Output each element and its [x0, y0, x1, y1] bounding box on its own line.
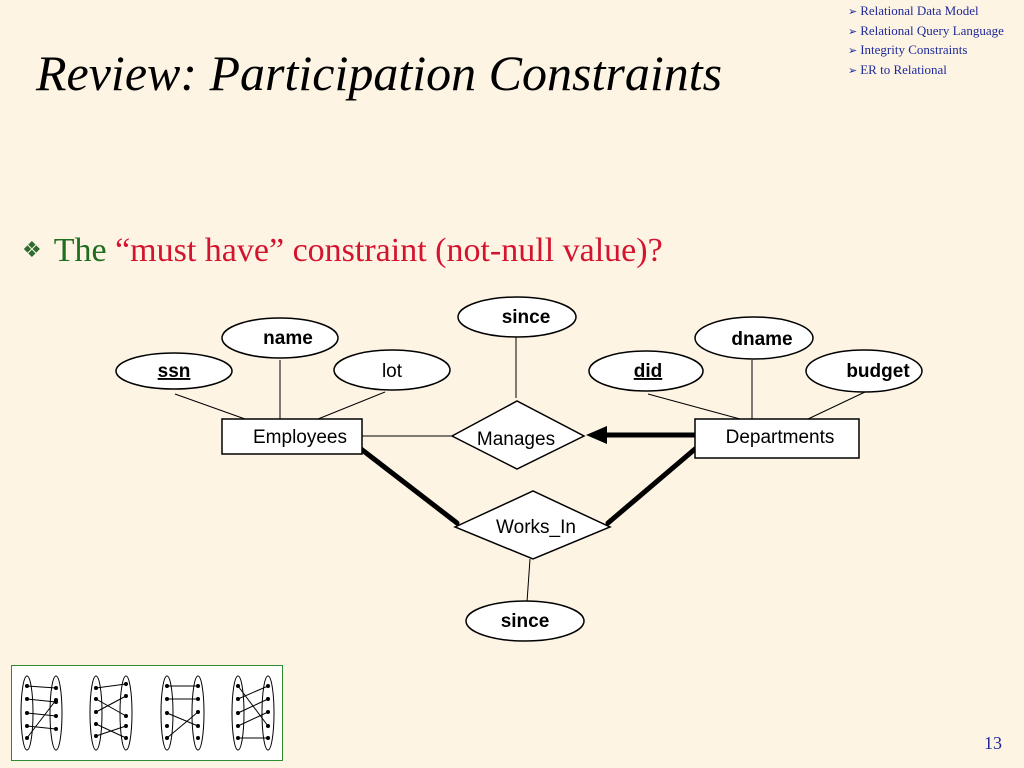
attr-name-label: name	[263, 328, 313, 349]
nav-item-integrity-constraints[interactable]: ➢Integrity Constraints	[848, 41, 1004, 61]
thumb-3-left-set	[160, 675, 174, 751]
entity-departments-box	[694, 418, 860, 459]
entity-employees-label: Employees	[253, 427, 347, 448]
connector-since-works	[526, 558, 531, 603]
nav-label: ER to Relational	[860, 61, 947, 77]
arrow-icon: ➢	[848, 25, 858, 38]
thumb-2-left-set	[89, 675, 103, 751]
attr-since-manages-ellipse	[457, 296, 577, 338]
attr-ssn-label: ssn	[158, 361, 191, 382]
connector-did	[647, 393, 741, 420]
thumb-1-left-set	[20, 675, 34, 751]
total-participation-lines	[358, 432, 698, 526]
attr-budget-label: budget	[846, 361, 910, 382]
attr-name-ellipse	[221, 317, 339, 359]
relationship-works-in-diamond	[453, 490, 612, 560]
nav-item-relational-query-language[interactable]: ➢Relational Query Language	[848, 22, 1004, 42]
mapping-thumbnails-svg	[20, 675, 275, 751]
attr-budget-ellipse	[805, 349, 923, 393]
relationship-manages-label: Manages	[477, 429, 555, 450]
thumb-4-left-set	[231, 675, 245, 751]
page-number: 13	[984, 733, 1002, 753]
attr-since-manages-label: since	[502, 307, 551, 328]
entity-departments-label: Departments	[726, 427, 835, 448]
topic-nav: ➢Relational Data Model ➢Relational Query…	[848, 2, 1004, 80]
attr-ssn-ellipse	[115, 352, 233, 390]
manages-arrow-icon	[586, 426, 607, 444]
bullet-point: ❖ The “must have” constraint (not-null va…	[22, 232, 663, 270]
attr-lot-ellipse	[333, 349, 451, 391]
attribute-ellipses	[115, 296, 923, 642]
connector-budget	[807, 391, 866, 420]
connector-ssn	[174, 393, 246, 420]
relationship-works-in-label: Works_In	[496, 517, 576, 538]
attr-dname-label: dname	[731, 329, 792, 350]
mapping-thumbnails	[11, 665, 283, 761]
bullet-constraint-text: “must have” constraint (not-null value)?	[115, 232, 663, 269]
attr-lot-label: lot	[382, 361, 403, 382]
arrow-icon: ➢	[848, 45, 858, 57]
slide-title: Review: Participation Constraints	[36, 45, 723, 101]
connectors	[174, 337, 866, 603]
relationship-manages-diamond	[450, 400, 586, 470]
thumb-1-right-set	[49, 675, 63, 751]
attr-did-ellipse	[588, 350, 704, 392]
nav-item-relational-data-model[interactable]: ➢Relational Data Model	[848, 2, 1004, 22]
nav-label: Relational Query Language	[860, 22, 1004, 38]
connector-lot	[317, 391, 386, 420]
employees-works-in-line	[358, 446, 460, 526]
arrow-icon: ➢	[848, 6, 858, 18]
nav-label: Integrity Constraints	[860, 42, 968, 57]
thumb-4-right-set	[261, 675, 275, 751]
nav-label: Relational Data Model	[860, 3, 979, 18]
attr-did-label: did	[634, 361, 663, 382]
diamond-bullet-icon: ❖	[22, 237, 42, 262]
entity-employees-box	[221, 418, 363, 455]
attr-dname-ellipse	[694, 316, 814, 360]
thumb-3-right-set	[191, 675, 205, 751]
arrow-icon: ➢	[848, 64, 858, 77]
attr-since-works-label: since	[501, 611, 550, 632]
departments-works-in-line	[605, 446, 698, 526]
attr-since-works-ellipse	[465, 600, 585, 642]
nav-item-er-to-relational[interactable]: ➢ER to Relational	[848, 61, 1004, 81]
bullet-prefix: The	[53, 232, 116, 269]
